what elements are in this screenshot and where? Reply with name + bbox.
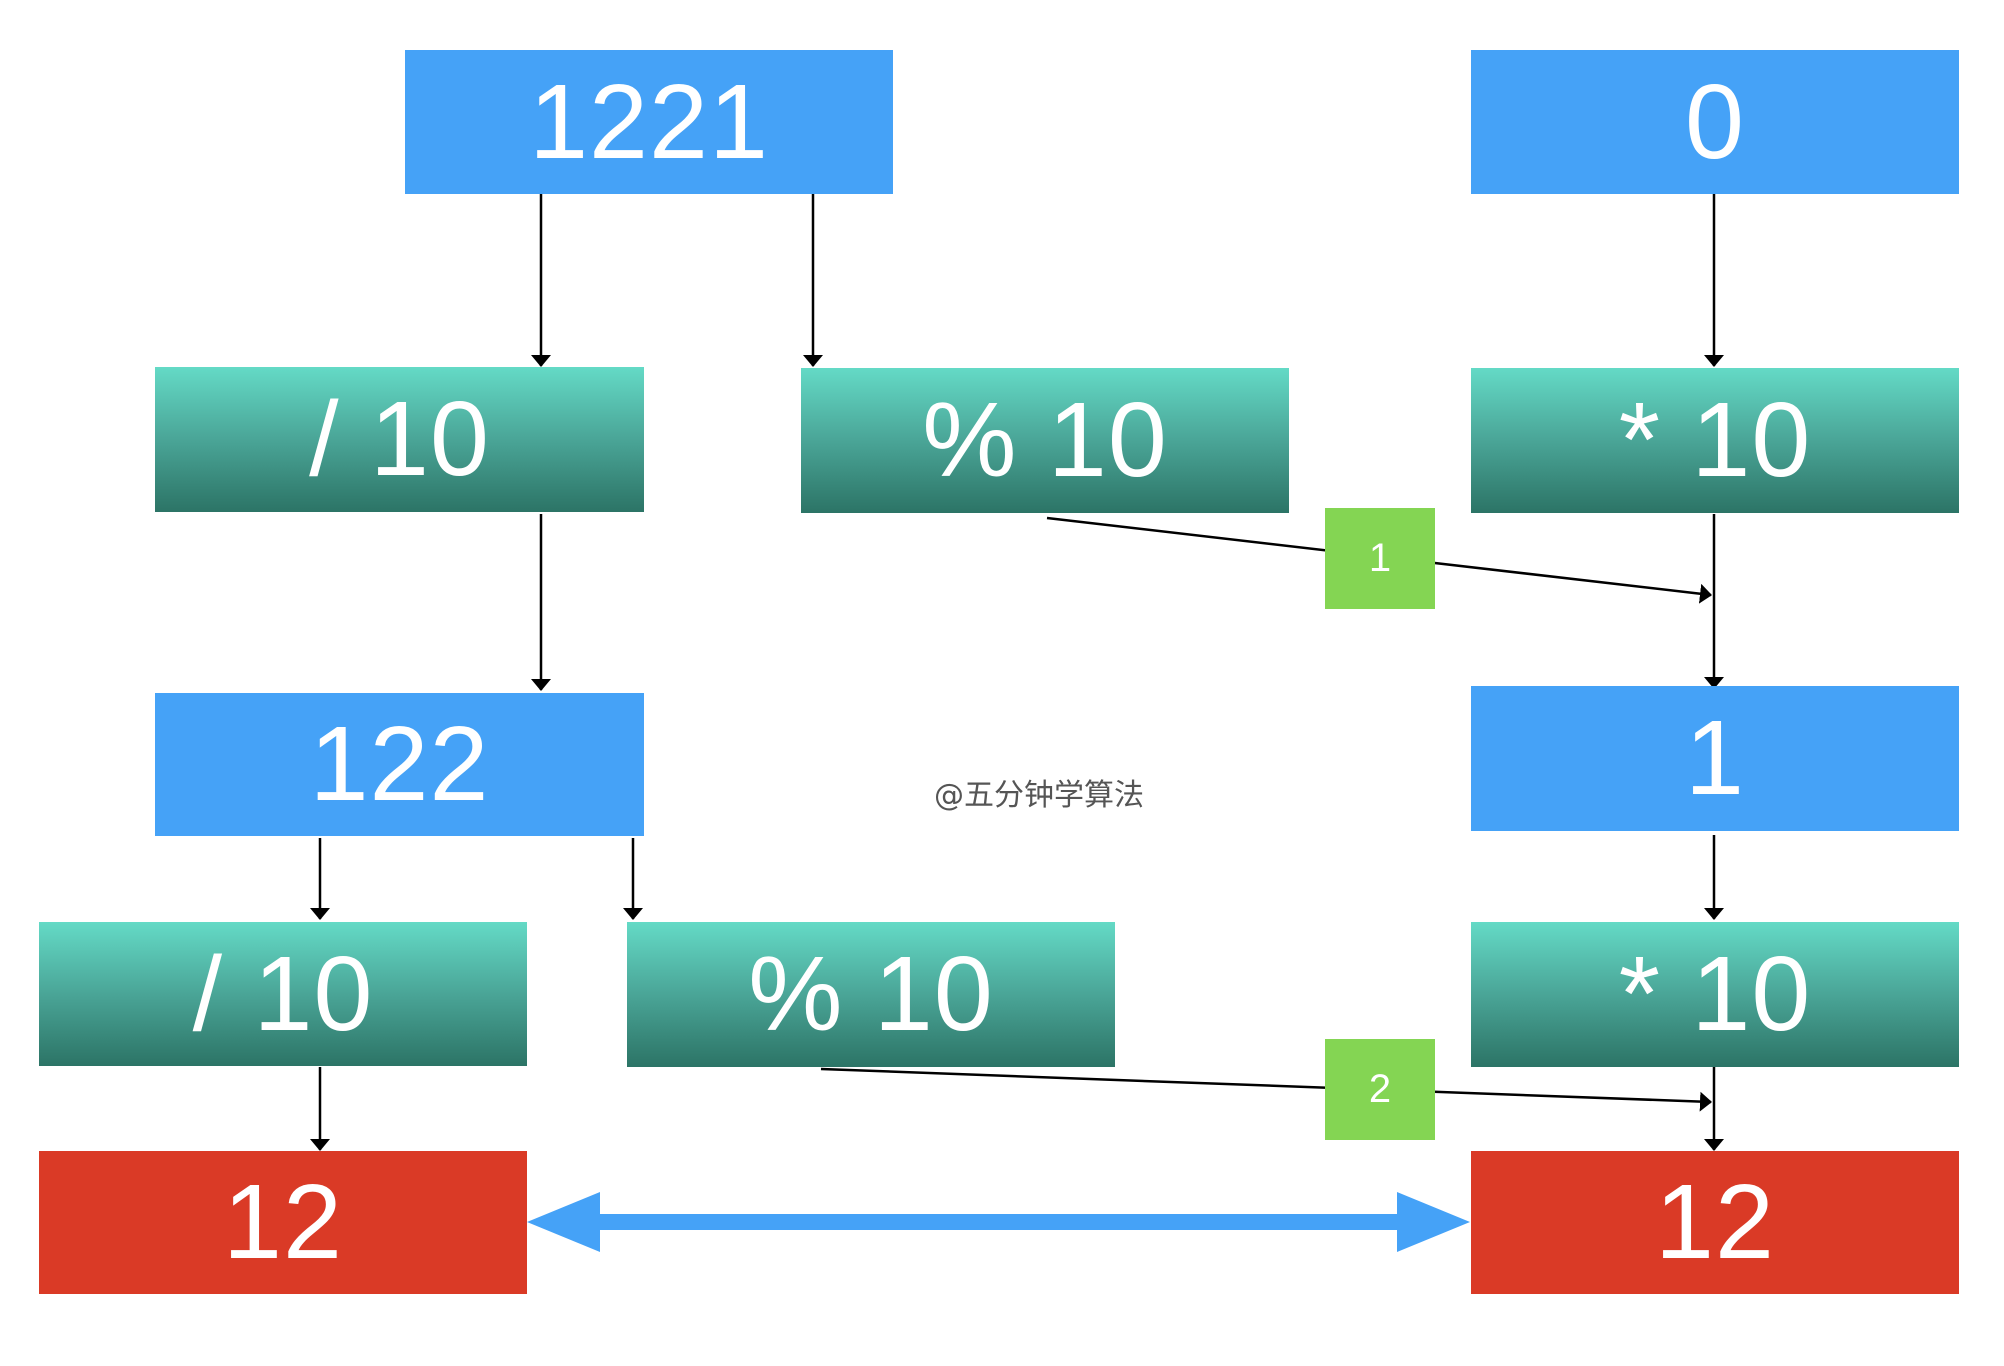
step-badge-2: 2: [1325, 1039, 1435, 1140]
value-1221-label: 1221: [529, 62, 769, 181]
result-box-12-left: 12: [39, 1151, 527, 1294]
step-2-label: 2: [1368, 1067, 1392, 1111]
op-box-mod-10: % 10: [801, 368, 1289, 513]
value-box-1221: 1221: [405, 50, 893, 194]
value-box-0: 0: [1471, 50, 1959, 194]
step-badge-1: 1: [1325, 508, 1435, 609]
value-1-label: 1: [1685, 699, 1745, 817]
op-multiply-10-second-label: * 10: [1618, 935, 1812, 1053]
op-multiply-10-label: * 10: [1618, 381, 1812, 499]
op-box-multiply-10-second: * 10: [1471, 922, 1959, 1067]
result-12-left-label: 12: [223, 1163, 343, 1281]
op-box-multiply-10: * 10: [1471, 368, 1959, 513]
arrow-mod10-to-mul10-step2: [820, 1067, 1712, 1112]
compare-double-arrow: [527, 1192, 1470, 1252]
op-mod-10-second-label: % 10: [748, 935, 994, 1053]
op-box-divide-10-second: / 10: [39, 922, 527, 1066]
value-0-label: 0: [1685, 62, 1745, 181]
value-122-label: 122: [309, 705, 490, 823]
result-12-right-label: 12: [1655, 1163, 1775, 1281]
op-divide-10-label: / 10: [309, 380, 490, 498]
value-box-122: 122: [155, 693, 644, 836]
op-mod-10-label: % 10: [922, 381, 1168, 499]
op-box-divide-10: / 10: [155, 367, 644, 512]
value-box-1: 1: [1471, 686, 1959, 831]
op-divide-10-second-label: / 10: [192, 934, 374, 1053]
watermark-text: @五分钟学算法: [934, 778, 1144, 813]
step-1-label: 1: [1368, 536, 1392, 580]
op-box-mod-10-second: % 10: [627, 922, 1115, 1067]
result-box-12-right: 12: [1471, 1151, 1959, 1294]
